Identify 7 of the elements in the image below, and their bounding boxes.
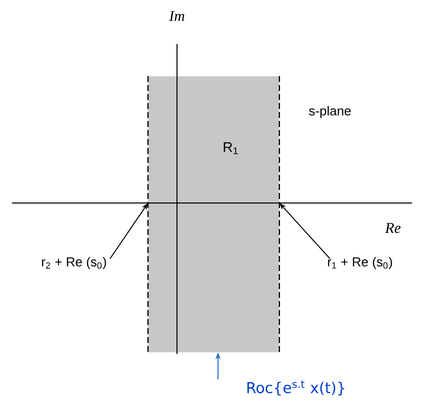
point-label: r$_{2}$ + Re (s$_{0}$) xyxy=(42,256,106,270)
handwritten-note: Roc{e$^{s.t}$ x(t)} xyxy=(247,380,344,396)
shaded-region: R$_{1}$ xyxy=(148,76,280,352)
plane-label: s-plane xyxy=(309,106,351,118)
axis-label: Re xyxy=(385,223,401,233)
axis-label: Im xyxy=(169,11,184,21)
point-label: r$_{1}$ + Re (s$_{0}$) xyxy=(328,256,392,270)
